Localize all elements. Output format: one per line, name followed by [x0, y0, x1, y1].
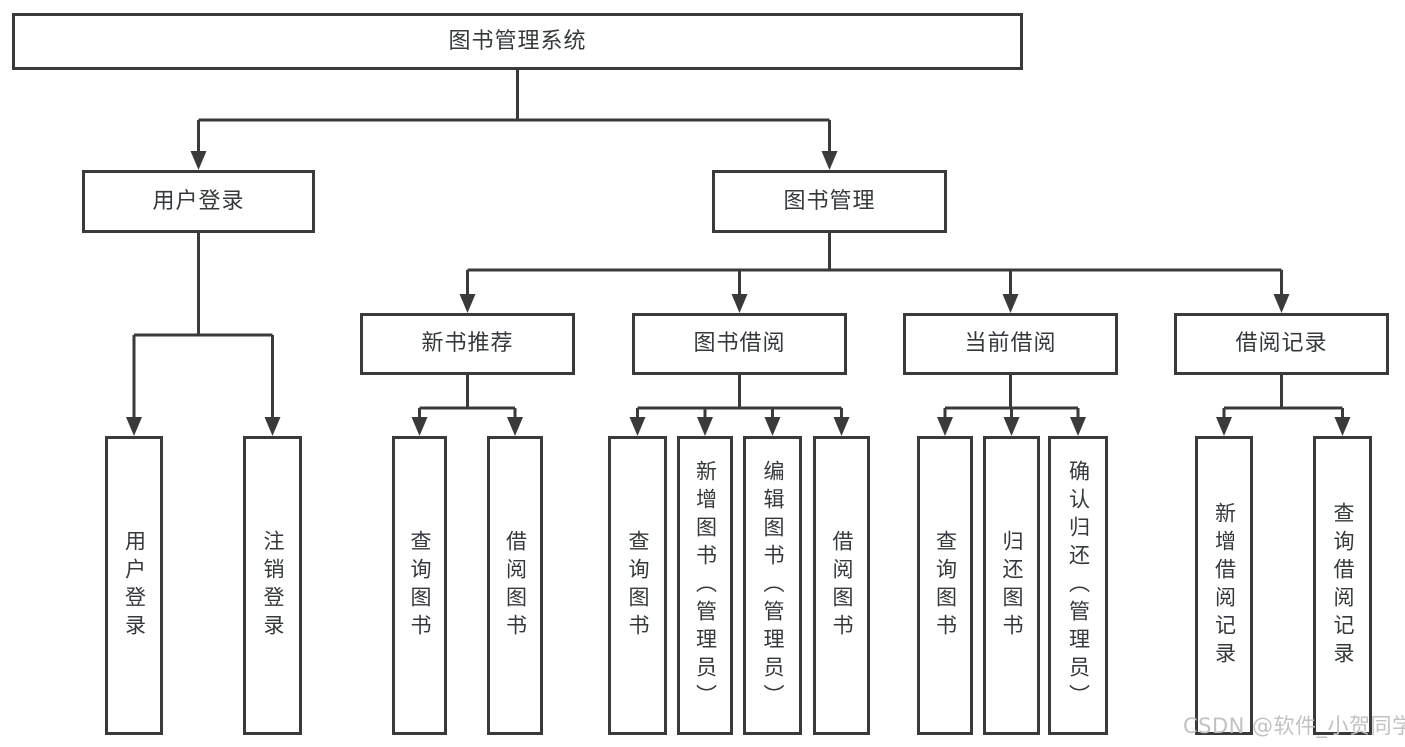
node-label: 归还图书	[1000, 529, 1024, 642]
node-label: 用户登录	[122, 529, 147, 642]
node-label: 查询借阅记录	[1331, 501, 1355, 670]
node-nb-query: 查询图书	[392, 436, 447, 735]
node-label: 借阅记录	[1235, 331, 1328, 356]
node-br-query: 查询借阅记录	[1313, 436, 1372, 735]
node-label: 借阅图书	[830, 529, 854, 642]
arrowhead-icon	[459, 294, 476, 313]
node-label: 查询图书	[626, 529, 650, 642]
node-book-borrow: 图书借阅	[632, 313, 847, 375]
arrowhead-icon	[1273, 294, 1290, 313]
arrowhead-icon	[731, 294, 748, 313]
node-cb-confirm: 确认归还（管理员）	[1048, 436, 1108, 735]
node-label: 查询图书	[408, 529, 432, 642]
arrowhead-icon	[629, 417, 646, 436]
node-label: 当前借阅	[964, 331, 1057, 356]
node-label: 新书推荐	[421, 331, 514, 356]
node-current-borrow: 当前借阅	[903, 313, 1118, 375]
node-label: 编辑图书（管理员）	[761, 459, 785, 712]
node-bb-query: 查询图书	[608, 436, 667, 735]
watermark: CSDN @软件_小贺同学	[1183, 714, 1405, 738]
node-label: 借阅图书	[503, 529, 528, 642]
arrowhead-icon	[264, 417, 281, 436]
arrowhead-icon	[833, 417, 850, 436]
arrowhead-icon	[411, 417, 428, 436]
node-bb-edit: 编辑图书（管理员）	[743, 436, 802, 735]
arrowhead-icon	[764, 417, 781, 436]
node-root: 图书管理系统	[12, 13, 1023, 70]
arrowhead-icon	[937, 417, 953, 436]
arrowhead-icon	[1002, 294, 1019, 313]
node-nb-borrow: 借阅图书	[487, 436, 543, 735]
node-label: 确认归还（管理员）	[1066, 459, 1091, 712]
node-bb-borrow: 借阅图书	[813, 436, 870, 735]
node-label: 图书借阅	[693, 331, 786, 356]
arrowhead-icon	[1216, 417, 1232, 436]
node-label: 图书管理	[783, 188, 876, 214]
node-cb-return: 归还图书	[983, 436, 1040, 735]
arrowhead-icon	[1334, 417, 1351, 436]
node-label: 新增图书（管理员）	[693, 459, 718, 712]
node-cb-query: 查询图书	[917, 436, 973, 735]
arrowhead-icon	[1003, 417, 1020, 436]
arrowhead-icon	[507, 417, 523, 436]
arrowhead-icon	[1070, 417, 1086, 436]
arrowhead-icon	[126, 417, 142, 436]
node-login-out: 注销登录	[243, 436, 302, 735]
arrowhead-icon	[190, 151, 207, 170]
node-bb-add: 新增图书（管理员）	[677, 436, 733, 735]
node-new-books: 新书推荐	[360, 313, 575, 375]
arrowhead-icon	[697, 417, 713, 436]
node-label: 注销登录	[261, 529, 285, 642]
node-login-do: 用户登录	[105, 436, 163, 735]
node-label: 新增借阅记录	[1212, 501, 1237, 670]
arrowhead-icon	[821, 151, 838, 170]
node-label: 用户登录	[152, 188, 245, 214]
node-label: 图书管理系统	[448, 28, 587, 54]
node-label: 查询图书	[933, 529, 958, 642]
node-user-login: 用户登录	[82, 170, 315, 233]
node-book-mgmt: 图书管理	[712, 170, 947, 233]
node-borrow-records: 借阅记录	[1174, 313, 1389, 375]
node-br-add: 新增借阅记录	[1195, 436, 1253, 735]
